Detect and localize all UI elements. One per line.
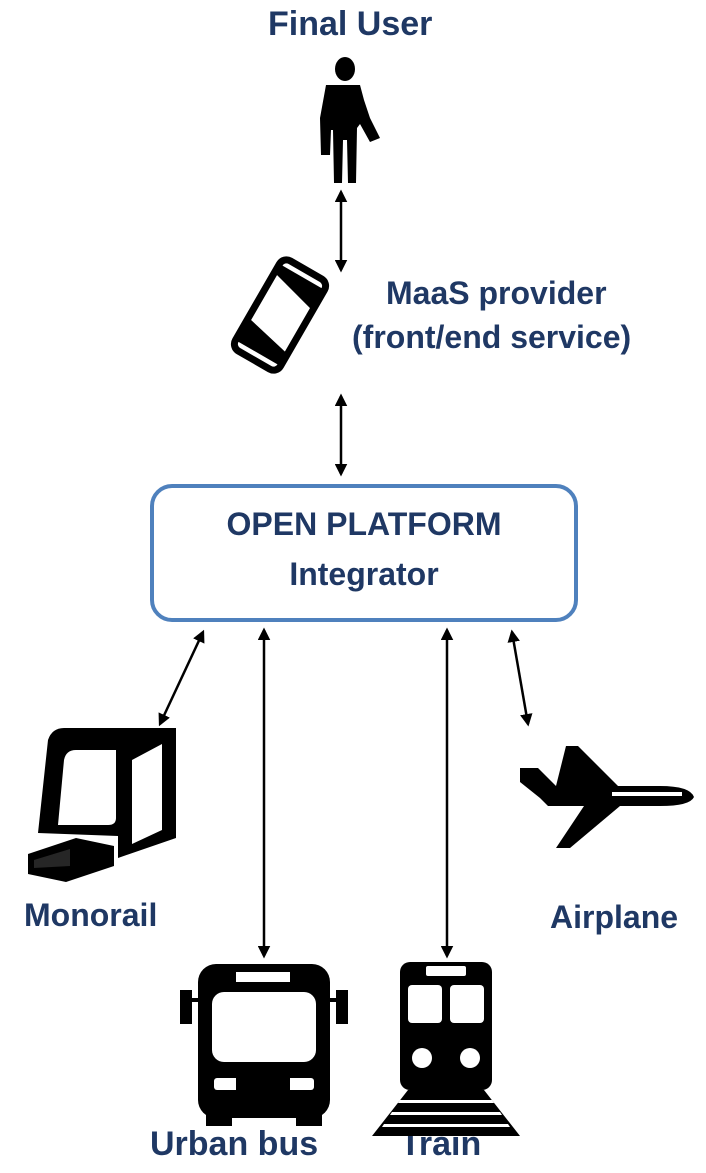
monorail-label: Monorail bbox=[24, 897, 158, 933]
final-user-label: Final User bbox=[268, 5, 433, 43]
maas-provider-label: MaaS provider bbox=[386, 275, 607, 311]
integrator-label: Integrator bbox=[289, 556, 439, 592]
airplane-label: Airplane bbox=[550, 899, 679, 935]
arrow-platform-airplane bbox=[507, 629, 533, 727]
open-platform-box: OPEN PLATFORM Integrator bbox=[150, 484, 578, 622]
person-icon bbox=[320, 57, 380, 183]
smartphone-icon bbox=[230, 256, 330, 374]
train-icon bbox=[372, 962, 520, 1136]
urban-bus-label: Urban bus bbox=[150, 1125, 319, 1163]
arrow-platform-monorail bbox=[158, 629, 205, 727]
maas-provider-sublabel: (front/end service) bbox=[352, 319, 632, 355]
airplane-icon bbox=[520, 746, 694, 848]
bus-icon bbox=[180, 964, 348, 1126]
monorail-icon bbox=[28, 728, 176, 882]
open-platform-title: OPEN PLATFORM bbox=[226, 506, 502, 542]
